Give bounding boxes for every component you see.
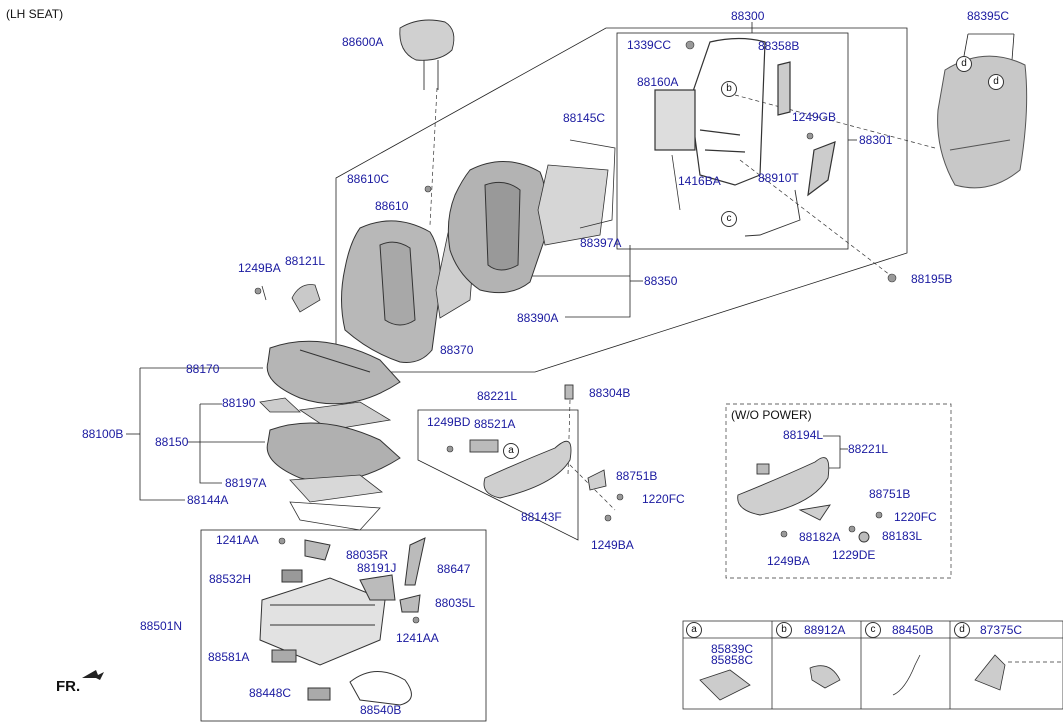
part-label[interactable]: 88910T xyxy=(758,171,799,185)
part-label[interactable]: 88370 xyxy=(440,343,474,357)
part-label[interactable]: 88647 xyxy=(437,562,471,576)
part-label[interactable]: 1249BA xyxy=(238,261,281,275)
part-label[interactable]: 88448C xyxy=(249,686,292,700)
legend-part[interactable]: 85839C xyxy=(711,642,754,656)
part-label[interactable]: 88300 xyxy=(731,9,765,23)
part-label[interactable]: 88304B xyxy=(589,386,631,400)
part-label[interactable]: 88194L xyxy=(783,428,824,442)
part-label[interactable]: 88221L xyxy=(848,442,889,456)
part-label[interactable]: 88197A xyxy=(225,476,267,490)
part-label[interactable]: 88600A xyxy=(342,35,384,49)
cover-88145C xyxy=(569,139,616,229)
callout-d: d xyxy=(988,74,1004,90)
mat-88144A xyxy=(289,501,381,531)
part-label[interactable]: 88301 xyxy=(859,133,893,147)
part-label[interactable]: 88145C xyxy=(563,111,606,125)
part-label[interactable]: 1249BA xyxy=(591,538,634,552)
legend-part[interactable]: 88450B xyxy=(892,623,934,637)
mat-88197A xyxy=(289,474,383,503)
part-label[interactable]: 88532H xyxy=(209,572,252,586)
part-label[interactable]: 88390A xyxy=(517,311,559,325)
part-label[interactable]: 88035L xyxy=(435,596,476,610)
part-label[interactable]: 88100B xyxy=(82,427,124,441)
part-label[interactable]: 88221L xyxy=(477,389,518,403)
cushion-88170 xyxy=(266,340,401,405)
part-label[interactable]: 88182A xyxy=(799,530,841,544)
cushion-pad-88150 xyxy=(266,422,401,482)
part-label[interactable]: 88358B xyxy=(758,39,800,53)
legend-part[interactable]: 87375C xyxy=(980,623,1023,637)
callout-a: a xyxy=(503,443,519,459)
part-label[interactable]: 1339CC xyxy=(627,38,672,52)
part-label[interactable]: 88540B xyxy=(360,703,402,717)
part-label[interactable]: 1220FC xyxy=(894,510,937,524)
legend-letter-d: d xyxy=(954,622,970,638)
part-label[interactable]: 1249GB xyxy=(792,110,837,124)
part-label[interactable]: 88397A xyxy=(580,236,622,250)
part-label[interactable]: 88751B xyxy=(869,487,911,501)
side-cover-group-outline xyxy=(417,409,579,541)
callout-b: b xyxy=(721,81,737,97)
wo-power-title: (W/O POWER) xyxy=(731,408,812,422)
legend-part[interactable]: 85858C xyxy=(711,653,754,667)
part-label[interactable]: 88035R xyxy=(346,548,389,562)
part-label[interactable]: 1249BD xyxy=(427,415,471,429)
seatback-cover-88370 xyxy=(341,220,441,363)
back-cover-88395C xyxy=(937,55,1028,189)
headrest-88600A xyxy=(399,19,455,90)
part-label[interactable]: 88191J xyxy=(357,561,397,575)
part-label[interactable]: 88143F xyxy=(521,510,562,524)
part-label[interactable]: 88610C xyxy=(347,172,390,186)
part-label[interactable]: 88144A xyxy=(187,493,229,507)
part-label[interactable]: 1416BA xyxy=(678,174,721,188)
legend-drawings xyxy=(699,654,1006,701)
wo-power-box-frame xyxy=(725,403,952,579)
cushion-frame-box xyxy=(200,529,487,722)
front-label: FR. xyxy=(56,678,81,695)
part-label[interactable]: 88610 xyxy=(375,199,409,213)
legend-part[interactable]: 88912A xyxy=(804,623,846,637)
front-arrow-icon xyxy=(82,670,104,680)
legend-letter-a: a xyxy=(686,622,702,638)
cushion-frame-88501N xyxy=(259,537,426,706)
part-label[interactable]: 88395C xyxy=(967,9,1010,23)
part-label[interactable]: 1241AA xyxy=(396,631,439,645)
seatback-frame-88300 xyxy=(654,37,836,237)
callout-d: d xyxy=(956,56,972,72)
part-label[interactable]: 1229DE xyxy=(832,548,876,562)
part-label[interactable]: 88160A xyxy=(637,75,679,89)
part-label[interactable]: 88190 xyxy=(222,396,256,410)
part-label[interactable]: 88350 xyxy=(644,274,678,288)
backpanel-88397A xyxy=(537,164,609,246)
part-label[interactable]: 88521A xyxy=(474,417,516,431)
part-label[interactable]: 88121L xyxy=(285,254,326,268)
side-cover-wo-power xyxy=(737,457,870,543)
part-label[interactable]: 88183L xyxy=(882,529,923,543)
part-label[interactable]: 88170 xyxy=(186,362,220,376)
cover-88121L xyxy=(261,284,321,313)
side-cover-88221L xyxy=(469,384,607,499)
part-label[interactable]: 88751B xyxy=(616,469,658,483)
part-label[interactable]: 88150 xyxy=(155,435,189,449)
frame-detail-box xyxy=(616,32,849,250)
legend-letter-c: c xyxy=(865,622,881,638)
part-label[interactable]: 1220FC xyxy=(642,492,685,506)
fasteners xyxy=(254,40,897,624)
legend-table-grid xyxy=(682,620,1063,710)
page-title: (LH SEAT) xyxy=(6,7,64,21)
part-label[interactable]: 1241AA xyxy=(216,533,259,547)
part-label[interactable]: 88501N xyxy=(140,619,183,633)
part-label[interactable]: 88581A xyxy=(208,650,250,664)
seatback-88350 xyxy=(447,161,548,294)
part-label[interactable]: 1249BA xyxy=(767,554,810,568)
part-label[interactable]: 88195B xyxy=(911,272,953,286)
callout-c: c xyxy=(721,211,737,227)
legend-letter-b: b xyxy=(776,622,792,638)
